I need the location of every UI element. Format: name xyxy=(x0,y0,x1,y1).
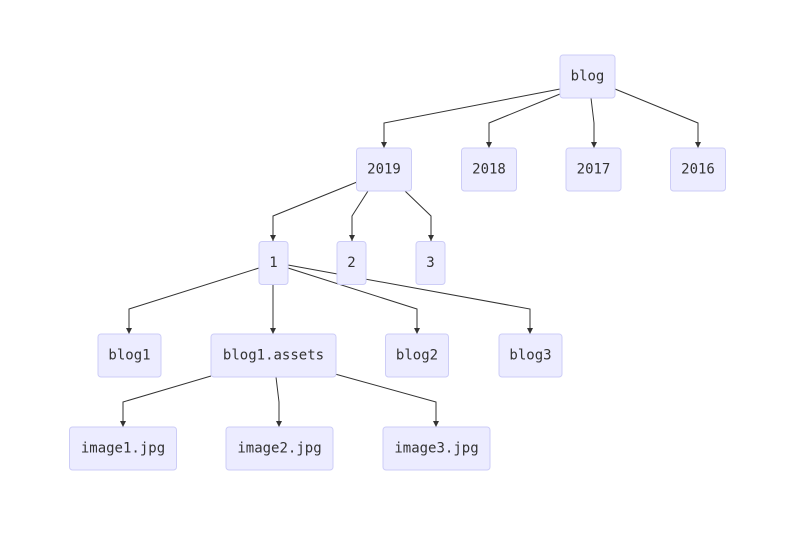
nodes-layer: blog 2019 2018 2017 2016 1 2 3 blog1 blog1.assets… xyxy=(69,54,726,471)
node-label: image1.jpg xyxy=(81,441,165,457)
node-label: blog2 xyxy=(396,348,438,364)
node-m2: 2 xyxy=(336,241,367,285)
edge-m1-to-blog3 xyxy=(287,264,533,334)
node-box xyxy=(382,426,491,471)
node-img1: image1.jpg xyxy=(69,426,177,471)
node-label: blog1 xyxy=(108,348,150,364)
node-img2: image2.jpg xyxy=(225,426,334,471)
node-label: 2 xyxy=(347,255,355,271)
node-blog3: blog3 xyxy=(498,333,563,378)
node-box xyxy=(498,333,563,378)
node-m1: 1 xyxy=(258,241,289,285)
node-label: blog3 xyxy=(509,348,551,364)
node-box xyxy=(385,333,449,378)
edges-layer xyxy=(120,88,701,427)
node-box xyxy=(356,147,412,192)
node-label: image3.jpg xyxy=(394,441,478,457)
node-box xyxy=(258,241,289,285)
edge-m1-to-blog1 xyxy=(126,267,260,334)
node-m3: 3 xyxy=(415,241,446,285)
edge-blog-to-y2019 xyxy=(381,88,561,148)
node-label: 2017 xyxy=(577,162,611,178)
node-box xyxy=(336,241,367,285)
node-label: 2018 xyxy=(472,162,506,178)
node-img3: image3.jpg xyxy=(382,426,491,471)
node-blog2: blog2 xyxy=(385,333,449,378)
node-label: image2.jpg xyxy=(237,441,321,457)
node-y2018: 2018 xyxy=(461,147,517,192)
node-label: 1 xyxy=(269,255,277,271)
edge-y2019-to-m2 xyxy=(349,190,369,241)
node-box xyxy=(565,147,622,192)
node-label: 2019 xyxy=(367,162,401,178)
node-label: blog1.assets xyxy=(223,348,324,364)
node-box xyxy=(559,54,616,99)
edge-y2019-to-m3 xyxy=(404,190,434,241)
edge-blog-to-y2017 xyxy=(590,97,597,148)
node-box xyxy=(670,147,726,192)
node-label: 2016 xyxy=(681,162,715,178)
node-y2019: 2019 xyxy=(356,147,412,192)
edge-m1-to-blog2 xyxy=(287,267,420,334)
node-box xyxy=(225,426,334,471)
node-blog1: blog1 xyxy=(97,333,162,378)
edge-blog-to-y2018 xyxy=(486,93,561,148)
edge-blog1assets-to-img1 xyxy=(120,375,212,427)
node-box xyxy=(69,426,177,471)
node-label: 3 xyxy=(426,255,434,271)
edge-blog1assets-to-img3 xyxy=(334,373,439,427)
edge-y2019-to-m1 xyxy=(270,181,358,241)
node-label: blog xyxy=(571,69,605,85)
node-box xyxy=(210,333,337,378)
edge-blog-to-y2016 xyxy=(614,88,701,148)
node-box xyxy=(97,333,162,378)
node-blog: blog xyxy=(559,54,616,99)
edge-blog1assets-to-img2 xyxy=(275,376,282,427)
node-box xyxy=(415,241,446,285)
node-blog1assets: blog1.assets xyxy=(210,333,337,378)
node-y2016: 2016 xyxy=(670,147,726,192)
node-y2017: 2017 xyxy=(565,147,622,192)
node-box xyxy=(461,147,517,192)
